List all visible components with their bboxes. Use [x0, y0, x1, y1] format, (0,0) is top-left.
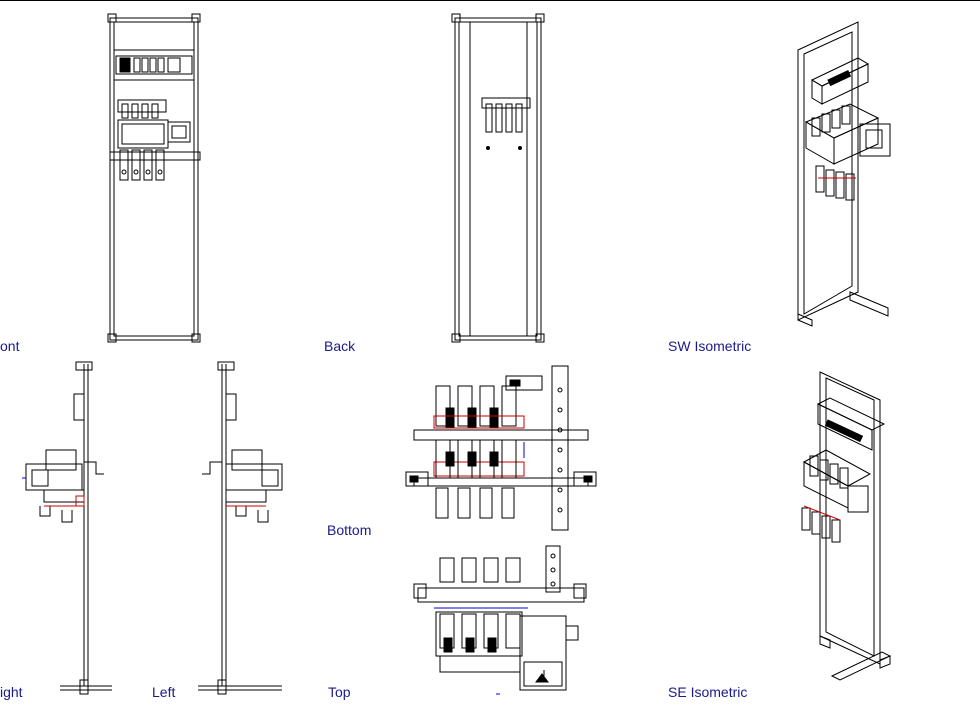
top-view	[413, 545, 587, 695]
top-border-line	[0, 0, 980, 1]
label-front-view: ont	[0, 338, 20, 354]
se-isometric-view	[801, 371, 892, 681]
label-left-view: Left	[152, 684, 176, 700]
left-view	[198, 361, 283, 695]
bottom-view	[405, 365, 597, 531]
label-bottom-view: Bottom	[327, 522, 372, 538]
label-back-view: Back	[324, 338, 356, 354]
right-view	[22, 361, 112, 695]
front-view	[107, 13, 201, 343]
label-right-view: ight	[0, 684, 23, 700]
back-view	[451, 13, 545, 343]
label-se-isometric-view: SE Isometric	[668, 684, 748, 700]
label-top-view: Top	[328, 684, 351, 700]
sw-isometric-view	[797, 21, 891, 327]
label-sw-isometric-view: SW Isometric	[668, 338, 752, 354]
